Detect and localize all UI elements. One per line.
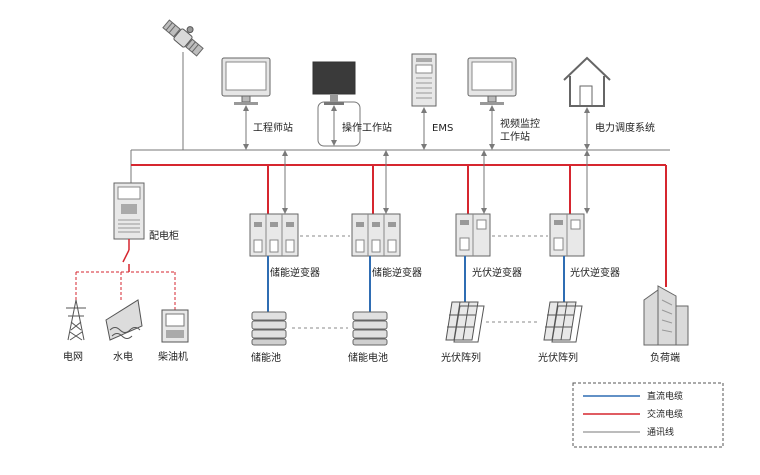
monitor-icon — [467, 57, 517, 105]
grid-source: 电网 — [63, 299, 86, 363]
building-icon — [643, 285, 689, 346]
storage-inverter-1: 储能逆变器 — [249, 150, 320, 279]
legend-ac-label: 交流电缆 — [647, 408, 683, 420]
diesel-label: 柴油机 — [158, 350, 188, 363]
storage-inverter-2: 储能逆变器 — [351, 150, 422, 279]
generator-icon — [161, 309, 189, 343]
inverter-icon — [549, 213, 585, 257]
ac-bus — [131, 164, 667, 287]
battery-2: 储能电池 — [348, 311, 388, 364]
source-feeders — [75, 271, 176, 310]
legend-ac: 交流电缆 — [583, 408, 683, 420]
cabinet-icon — [113, 182, 145, 240]
satellite-icon — [162, 19, 204, 57]
comm-bus — [130, 52, 670, 183]
ems-label: EMS — [432, 123, 453, 134]
battery-2-label: 储能电池 — [348, 351, 388, 364]
inverter-icon — [249, 213, 299, 257]
hydro-label: 水电 — [113, 350, 133, 363]
house-icon — [563, 56, 611, 107]
battery-stack-icon — [251, 311, 287, 346]
engineer-station: 工程师站 — [221, 57, 293, 150]
dispatch-system: 电力调度系统 — [563, 56, 655, 150]
engineer-station-label: 工程师站 — [253, 121, 293, 134]
server-rack-icon — [411, 53, 437, 107]
video-monitor-station: 视频监控 工作站 — [467, 57, 540, 150]
dc-cables — [267, 256, 565, 312]
video-monitor-label-1: 视频监控 — [500, 117, 540, 130]
pv-array-2-label: 光伏阵列 — [538, 351, 578, 364]
pv-array-1: 光伏阵列 — [441, 301, 485, 364]
legend-dc-label: 直流电缆 — [647, 390, 683, 402]
inverter-icon — [351, 213, 401, 257]
ems-server: EMS — [411, 53, 453, 150]
legend-comm-label: 通讯线 — [647, 426, 674, 438]
monitor-icon — [221, 57, 271, 105]
hydro-source: 水电 — [105, 299, 143, 363]
dispatch-system-label: 电力调度系统 — [595, 121, 655, 134]
pv-array-2: 光伏阵列 — [538, 301, 583, 364]
battery-1-label: 储能池 — [251, 351, 281, 364]
pv-inverter-1-label: 光伏逆变器 — [472, 266, 522, 279]
battery-1: 储能池 — [251, 311, 287, 364]
video-monitor-label-2: 工作站 — [500, 130, 530, 143]
monitor-icon — [312, 61, 356, 105]
diesel-source: 柴油机 — [158, 309, 189, 363]
load-label: 负荷端 — [650, 351, 680, 364]
storage-inverter-1-label: 储能逆变器 — [270, 266, 320, 279]
hydro-icon — [105, 299, 143, 341]
inverter-icon — [455, 213, 491, 257]
operator-station: 操作工作站 — [312, 61, 392, 147]
load: 负荷端 — [643, 285, 689, 364]
pv-inverter-2: 光伏逆变器 — [549, 150, 620, 279]
battery-stack-icon — [352, 311, 388, 346]
operator-station-label: 操作工作站 — [342, 121, 392, 134]
distribution-cabinet-label: 配电柜 — [149, 229, 179, 242]
grid-label: 电网 — [63, 350, 83, 363]
pv-inverter-1: 光伏逆变器 — [455, 150, 522, 279]
transmission-tower-icon — [66, 299, 86, 341]
legend: 直流电缆 交流电缆 通讯线 — [572, 382, 724, 448]
solar-panel-icon — [445, 301, 485, 343]
legend-comm: 通讯线 — [583, 426, 674, 438]
storage-inverter-2-label: 储能逆变器 — [372, 266, 422, 279]
pv-array-1-label: 光伏阵列 — [441, 351, 481, 364]
pv-inverter-2-label: 光伏逆变器 — [570, 266, 620, 279]
solar-panel-icon — [543, 301, 583, 343]
distribution-cabinet: 配电柜 — [113, 182, 179, 272]
legend-dc: 直流电缆 — [583, 390, 683, 402]
